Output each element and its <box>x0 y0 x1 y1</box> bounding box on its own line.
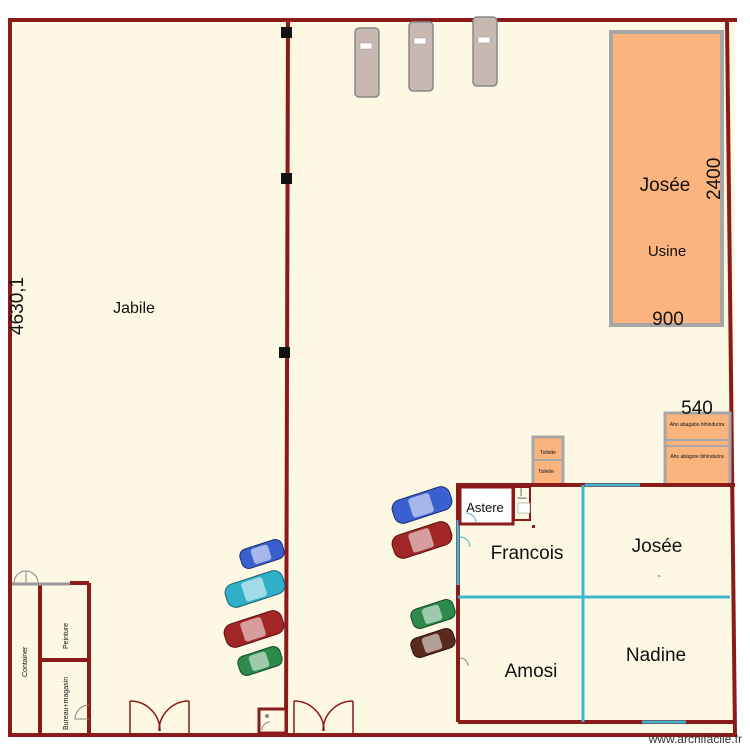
toilet-1-label: Toilette <box>540 450 556 456</box>
office-josee-label: Josée <box>632 536 683 557</box>
zone-jabile-label: Jabile <box>113 300 155 317</box>
dimension-left: 4630,1 <box>7 277 28 335</box>
office-josee-note: ~ <box>657 574 661 580</box>
small-toilet-rooms <box>513 486 531 521</box>
annex-room-1-label: Aho abagabo bihindurira <box>670 422 725 428</box>
office-francois-label: Francois <box>491 543 564 564</box>
floor-area <box>10 20 735 735</box>
usine-block <box>609 30 724 327</box>
container-label: Container <box>22 646 29 677</box>
office-nadine-label: Nadine <box>626 645 686 666</box>
car-blue-1 <box>239 539 285 569</box>
toilet-2-label: Toilette <box>538 469 554 475</box>
astere-room <box>458 485 515 526</box>
car-cyan-1 <box>224 570 286 608</box>
pillar-3 <box>279 347 290 358</box>
trucks <box>354 16 498 98</box>
toilets-block <box>531 435 565 487</box>
outer-walls <box>8 17 738 738</box>
central-wall <box>284 19 290 736</box>
peinture-label: Peinture <box>63 623 70 649</box>
toilet-4-label: Toilette <box>517 496 527 500</box>
pillar-1 <box>281 27 292 38</box>
dimension-usine-width: 900 <box>652 309 684 330</box>
car-green-1 <box>237 646 283 676</box>
car-brown-1 <box>410 628 456 658</box>
usine-label: Usine <box>648 243 686 260</box>
door-marker <box>532 525 535 528</box>
bottom-door-left <box>129 700 190 733</box>
door-container <box>13 570 39 584</box>
office-astere-label: Astere <box>466 500 504 515</box>
truck-1 <box>354 27 380 98</box>
truck-3 <box>472 16 498 87</box>
utility-box <box>257 707 288 735</box>
cars <box>223 486 456 676</box>
bottom-door-right <box>293 700 354 733</box>
office-amosi-label: Amosi <box>505 661 558 682</box>
door-bureau <box>74 704 90 720</box>
pillar-2 <box>281 173 292 184</box>
car-red-2 <box>391 521 453 559</box>
dimension-annex-width: 540 <box>681 398 713 419</box>
toilet-3-label: Toilette <box>519 487 523 497</box>
truck-2 <box>408 21 434 92</box>
office-doors <box>459 512 477 667</box>
annex-room-2-label: Aho abagore bihindurira <box>670 454 724 460</box>
car-red-1 <box>223 610 285 648</box>
left-rooms-walls <box>38 581 91 735</box>
usine-name: Josée <box>640 175 691 196</box>
car-blue-2 <box>391 486 453 524</box>
watermark: www.archifacile.fr <box>648 732 742 746</box>
car-green-2 <box>410 599 456 629</box>
office-inner-walls <box>456 483 730 724</box>
bureau-magasin-label: Bureau+magasin <box>63 677 70 730</box>
dimension-usine-height: 2400 <box>704 158 725 200</box>
